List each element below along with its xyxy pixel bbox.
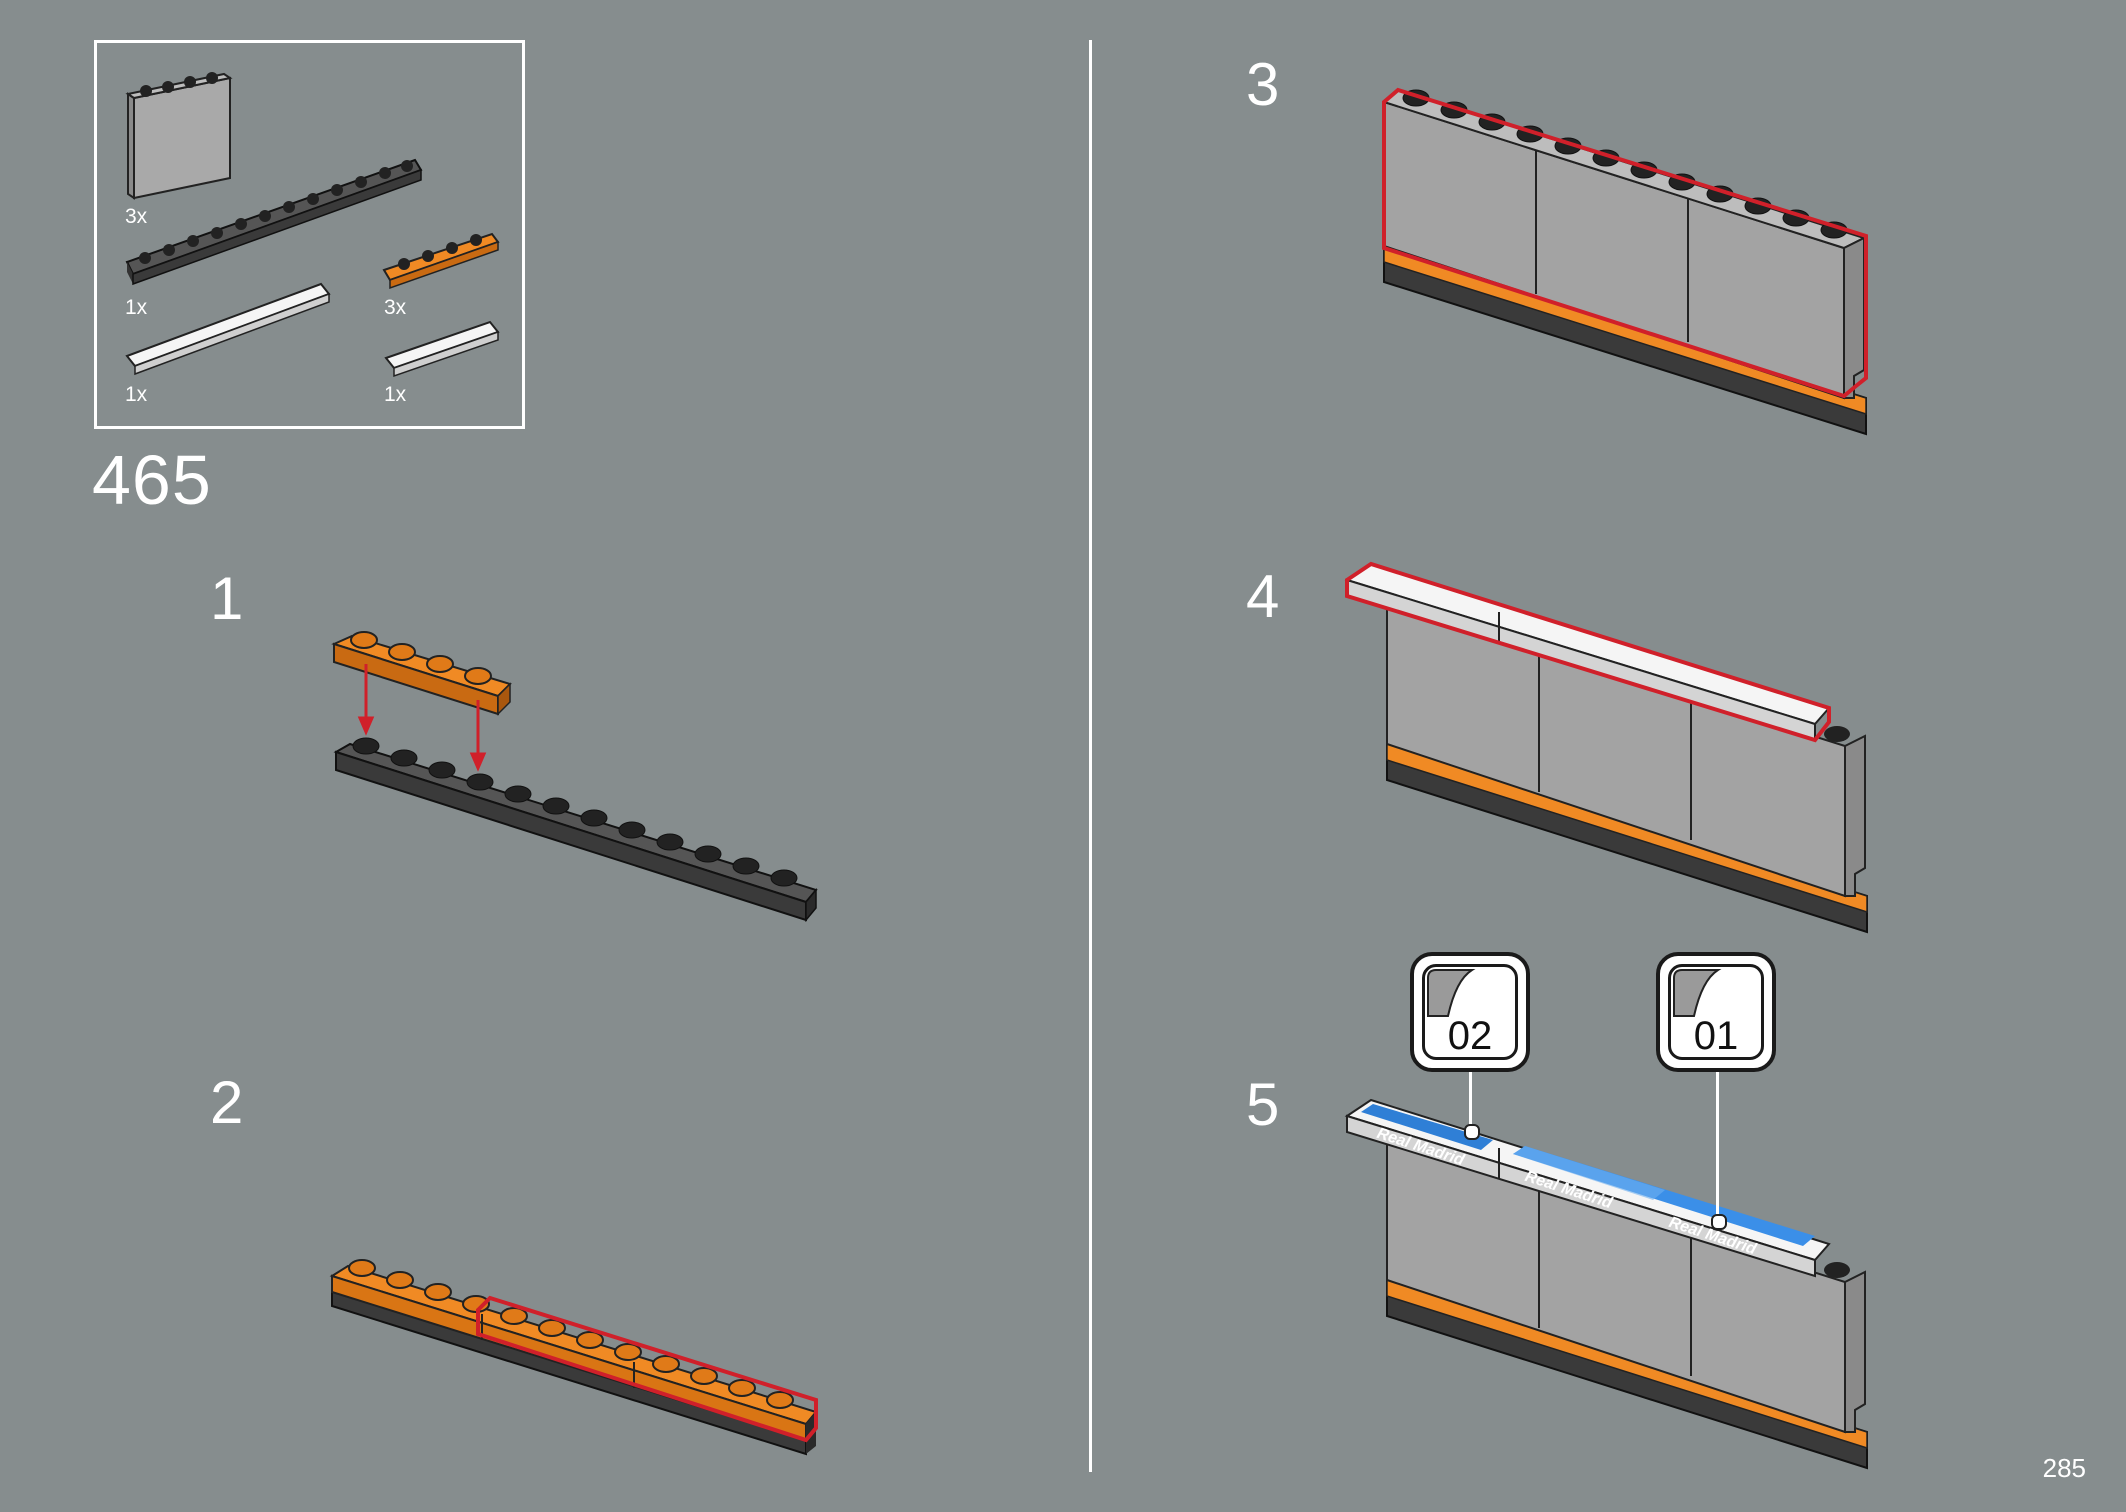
sticker-number: 01 [1693, 1014, 1739, 1058]
part-plate-dark-icon [125, 158, 423, 286]
step3-assembly-illustration [1381, 87, 1868, 436]
step1-assembly-illustration [331, 631, 818, 923]
part-qty-label: 3x [384, 296, 407, 319]
step2-assembly-illustration [329, 1259, 818, 1456]
callout-dot [1711, 1214, 1727, 1230]
callout-dot [1464, 1124, 1480, 1140]
page-divider [1089, 40, 1092, 1472]
sub-step-number: 5 [1246, 1071, 1280, 1138]
part-qty-label: 1x [384, 383, 407, 406]
callout-line [1716, 1070, 1719, 1220]
parts-list-box [94, 40, 525, 429]
sticker-callout-01: 01 [1656, 952, 1776, 1072]
step-number: 465 [92, 441, 212, 519]
part-tile-short-icon [384, 320, 500, 378]
sticker-callout-02: 02 [1410, 952, 1530, 1072]
sticker-number: 02 [1447, 1014, 1493, 1058]
sub-step-number: 4 [1246, 563, 1280, 630]
callout-frame [1422, 964, 1518, 1060]
part-tile-long-icon [125, 282, 331, 376]
part-plate-orange-icon [382, 232, 500, 290]
sticker-peel-icon [1427, 969, 1476, 1017]
callout-line [1469, 1070, 1472, 1130]
step5-assembly-illustration [1344, 1098, 1868, 1470]
callout-frame [1668, 964, 1764, 1060]
part-qty-label: 3x [125, 205, 148, 228]
part-qty-label: 1x [125, 296, 148, 319]
step4-assembly-illustration [1344, 561, 1868, 934]
sub-step-number: 3 [1246, 51, 1280, 118]
part-panel-icon [125, 72, 233, 200]
sub-step-number: 1 [210, 565, 244, 632]
part-qty-label: 1x [125, 383, 148, 406]
page-number: 285 [2042, 1453, 2086, 1483]
sticker-peel-icon [1673, 969, 1722, 1017]
sub-step-number: 2 [210, 1069, 244, 1136]
